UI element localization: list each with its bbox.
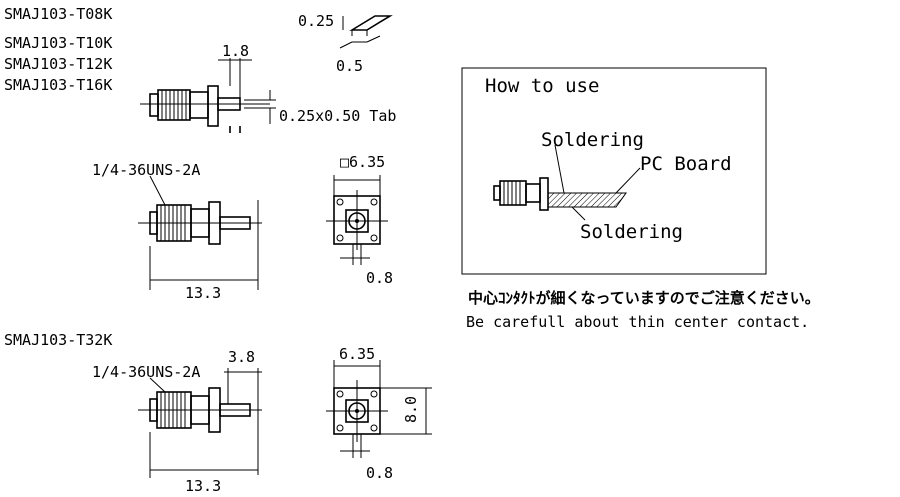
connector-front-view-bottom [326,360,432,458]
flange-square-dim: □6.35 [340,153,385,171]
tab-thickness-dim: 0.25 [298,12,334,30]
connector-front-view-middle [326,175,388,265]
offset-dim-bottom: 3.8 [228,348,255,366]
pin-dim-top: 0.8 [366,269,393,287]
thread-label-bottom: 1/4-36UNS-2A [92,363,200,381]
how-to-use-box [461,67,767,275]
soldering-label-top: Soldering [541,129,644,151]
part-number-t10k: SMAJ103-T10K [4,34,112,52]
how-to-use-illustration [493,144,641,221]
length-dim-top: 13.3 [185,284,221,302]
soldering-label-bottom: Soldering [580,221,683,243]
height-dim-bottom: 8.0 [402,396,420,423]
how-to-use-title: How to use [485,75,599,97]
flange-dim-bottom: 6.35 [339,345,375,363]
part-number-t12k: SMAJ103-T12K [4,55,112,73]
length-dim-bottom: 13.3 [185,477,221,495]
connector-side-view-middle [138,175,262,290]
tab-label: 0.25x0.50 Tab [279,107,396,125]
tab-width-dim: 0.5 [336,57,363,75]
pc-board-label: PC Board [640,153,732,175]
pin-dim-bottom: 0.8 [366,464,393,482]
part-number-t32k: SMAJ103-T32K [4,331,112,349]
connector-side-view-top [140,58,276,133]
tab-detail [339,15,393,49]
note-japanese: 中心ｺﾝﾀｸﾄが細くなっていますのでご注意ください。 [468,289,820,307]
connector-side-view-bottom [138,368,262,478]
pin-offset-dim: 1.8 [222,42,249,60]
note-english: Be carefull about thin center contact. [466,313,809,331]
part-number-t16k: SMAJ103-T16K [4,76,112,94]
thread-label-top: 1/4-36UNS-2A [92,161,200,179]
part-number-t08k: SMAJ103-T08K [4,5,112,23]
